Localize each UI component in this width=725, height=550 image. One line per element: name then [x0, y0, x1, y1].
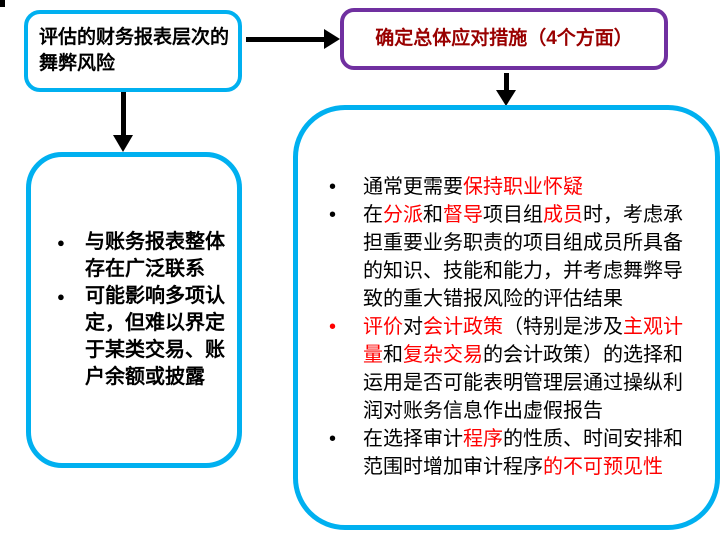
text-segment: 会计政策 — [423, 316, 503, 338]
list-item-text: 可能影响多项认定，但难以界定于某类交易、账户余额或披露 — [85, 283, 229, 391]
text-segment: 程序 — [463, 428, 503, 450]
response-measures-list: •通常更需要保持职业怀疑•在分派和督导项目组成员时，考虑承担重要业务职责的项目组… — [325, 173, 695, 481]
response-measures-box: •通常更需要保持职业怀疑•在分派和督导项目组成员时，考虑承担重要业务职责的项目组… — [293, 105, 720, 530]
text-segment: 的不可预见性 — [543, 456, 663, 478]
text-segment: 和 — [423, 204, 443, 226]
bullet-marker-icon: ● — [57, 235, 65, 250]
text-segment: 对 — [403, 316, 423, 338]
text-segment: （特别是涉及 — [503, 316, 623, 338]
list-item-text: 在分派和督导项目组成员时，考虑承担重要业务职责的项目组成员所具备的知识、技能和能… — [363, 201, 695, 313]
text-segment: 的性质、时间安排和范围时增加审计程序 — [363, 428, 683, 478]
arrow-down-left-line — [121, 92, 126, 135]
corner-artifact-mark — [0, 0, 5, 7]
bullet-marker-icon: • — [329, 204, 337, 226]
text-segment: 项目组 — [483, 204, 543, 226]
list-item: • 通常更需要保持职业怀疑 — [325, 173, 695, 201]
list-item-text: 通常更需要保持职业怀疑 — [363, 173, 695, 201]
text-segment: 时，考虑承担重要业务职责的项目组成员所具备的知识、技能和能力，并考虑舞弊导致的重… — [363, 204, 683, 310]
overall-response-label: 确定总体应对措施（4个方面） — [375, 28, 633, 49]
text-segment: 与账务报表整体存在广泛联系 — [85, 231, 225, 280]
bullet-marker-icon: • — [329, 176, 337, 198]
text-segment: 分派 — [383, 204, 423, 226]
arrow-right-icon — [324, 29, 340, 49]
text-segment: 和 — [383, 344, 403, 366]
statement-level-traits-list: ● 与账务报表整体存在广泛联系 ● 可能影响多项认定，但难以界定于某类交易、账户余额或… — [57, 229, 229, 391]
arrow-down-left-icon — [113, 135, 133, 152]
list-item-text: 与账务报表整体存在广泛联系 — [85, 229, 229, 283]
assess-fraud-risk-box: 评估的财务报表层次的舞弊风险 — [24, 10, 242, 92]
list-item-text: 评价对会计政策（特别是涉及主观计量和复杂交易的会计政策）的选择和运用是否可能表明… — [363, 313, 695, 425]
text-segment: 通常更需要 — [363, 176, 463, 198]
overall-response-box: 确定总体应对措施（4个方面） — [340, 8, 668, 70]
list-item: • 在选择审计程序的性质、时间安排和范围时增加审计程序的不可预见性 — [325, 425, 695, 481]
bullet-marker-icon: ● — [57, 289, 65, 304]
text-segment: 成员 — [543, 204, 583, 226]
bullet-marker-icon: • — [329, 428, 337, 450]
arrow-down-right-icon — [496, 90, 516, 106]
arrow-right-line — [246, 37, 326, 42]
list-item: ● 可能影响多项认定，但难以界定于某类交易、账户余额或披露 — [57, 283, 229, 391]
list-item: ● 与账务报表整体存在广泛联系 — [57, 229, 229, 283]
list-item: • 在分派和督导项目组成员时，考虑承担重要业务职责的项目组成员所具备的知识、技能和… — [325, 201, 695, 313]
arrow-down-right-line — [504, 73, 509, 90]
text-segment: 保持职业怀疑 — [463, 176, 583, 198]
text-segment: 在选择审计 — [363, 428, 463, 450]
text-segment: 的会计政策）的选择和运用是否可能表明管理层通过操纵利润对账务信息作出虚假报告 — [363, 344, 683, 422]
text-segment: 可能影响多项认定，但难以界定于某类交易、账户余额或披露 — [85, 285, 225, 388]
assess-fraud-risk-label: 评估的财务报表层次的舞弊风险 — [39, 27, 230, 74]
bullet-marker-icon: • — [329, 316, 337, 338]
list-item-text: 在选择审计程序的性质、时间安排和范围时增加审计程序的不可预见性 — [363, 425, 695, 481]
text-segment: 评价 — [363, 316, 403, 338]
text-segment: 主观计量 — [363, 316, 683, 366]
text-segment: 在 — [363, 204, 383, 226]
text-segment: 复杂交易 — [403, 344, 483, 366]
statement-level-traits-box: ● 与账务报表整体存在广泛联系 ● 可能影响多项认定，但难以界定于某类交易、账户余额或… — [26, 152, 242, 468]
list-item: • 评价对会计政策（特别是涉及主观计量和复杂交易的会计政策）的选择和运用是否可能表… — [325, 313, 695, 425]
text-segment: 督导 — [443, 204, 483, 226]
